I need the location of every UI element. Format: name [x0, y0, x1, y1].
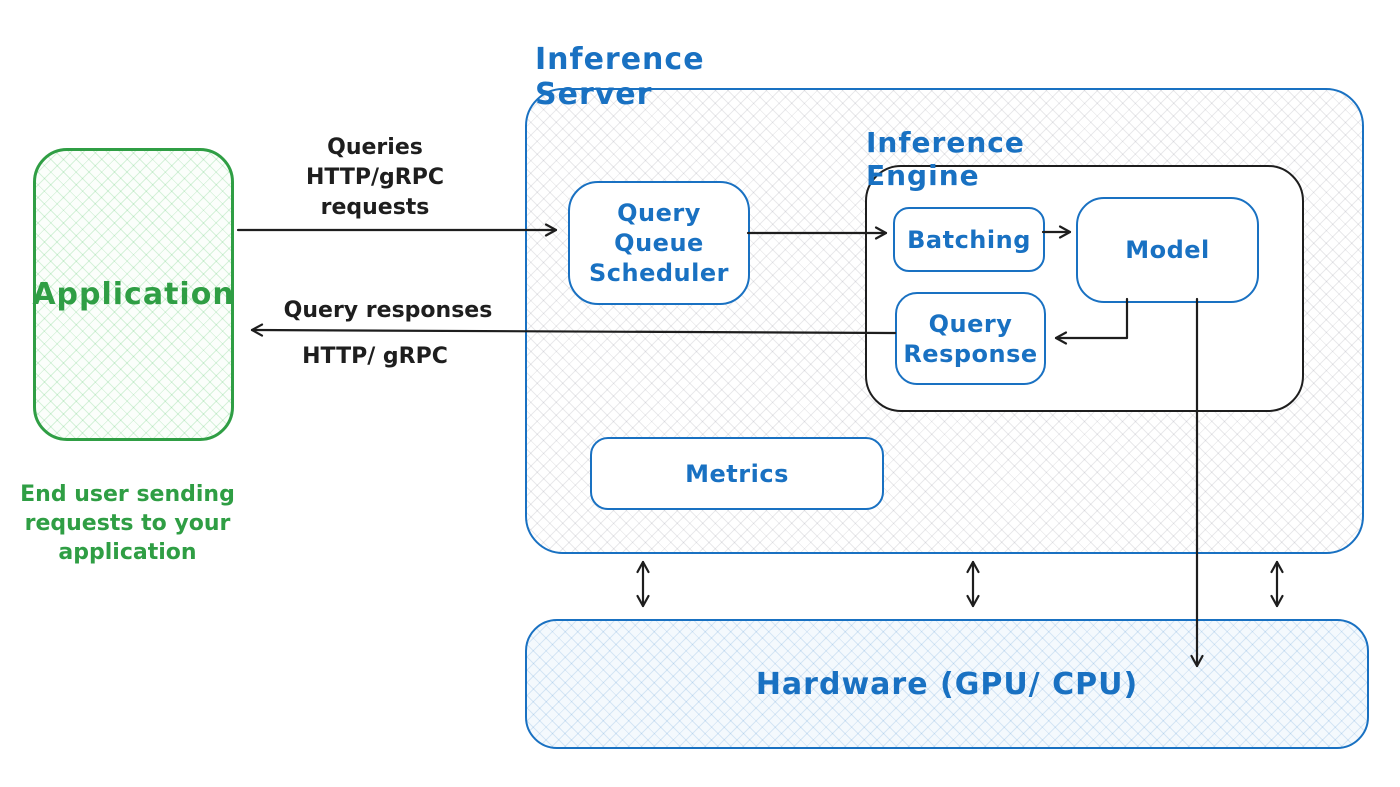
- model-label: Model: [1125, 236, 1210, 264]
- query-queue-scheduler-label: Query Queue Scheduler: [589, 199, 729, 287]
- application-box: Application: [32, 148, 235, 441]
- hardware-label: Hardware (GPU/ CPU): [755, 666, 1139, 702]
- metrics-label: Metrics: [685, 459, 789, 488]
- inference-server-title: Inference Server: [535, 42, 705, 112]
- response-arrow-label-bottom: HTTP/ gRPC: [302, 344, 448, 369]
- response-arrow-label-top: Query responses: [283, 298, 493, 323]
- query-queue-scheduler-box: Query Queue Scheduler: [568, 181, 750, 305]
- batching-box: Batching: [893, 207, 1045, 272]
- request-arrow-label: Queries HTTP/gRPC requests: [305, 135, 445, 220]
- inference-engine-title: Inference Engine: [866, 126, 1025, 192]
- application-caption: End user sending requests to your applic…: [20, 481, 235, 565]
- query-response-box: Query Response: [895, 292, 1046, 385]
- hardware-box: Hardware (GPU/ CPU): [525, 619, 1369, 749]
- application-label: Application: [32, 277, 235, 312]
- query-response-label: Query Response: [903, 309, 1038, 368]
- batching-label: Batching: [907, 225, 1031, 254]
- metrics-box: Metrics: [590, 437, 884, 510]
- model-box: Model: [1076, 197, 1259, 303]
